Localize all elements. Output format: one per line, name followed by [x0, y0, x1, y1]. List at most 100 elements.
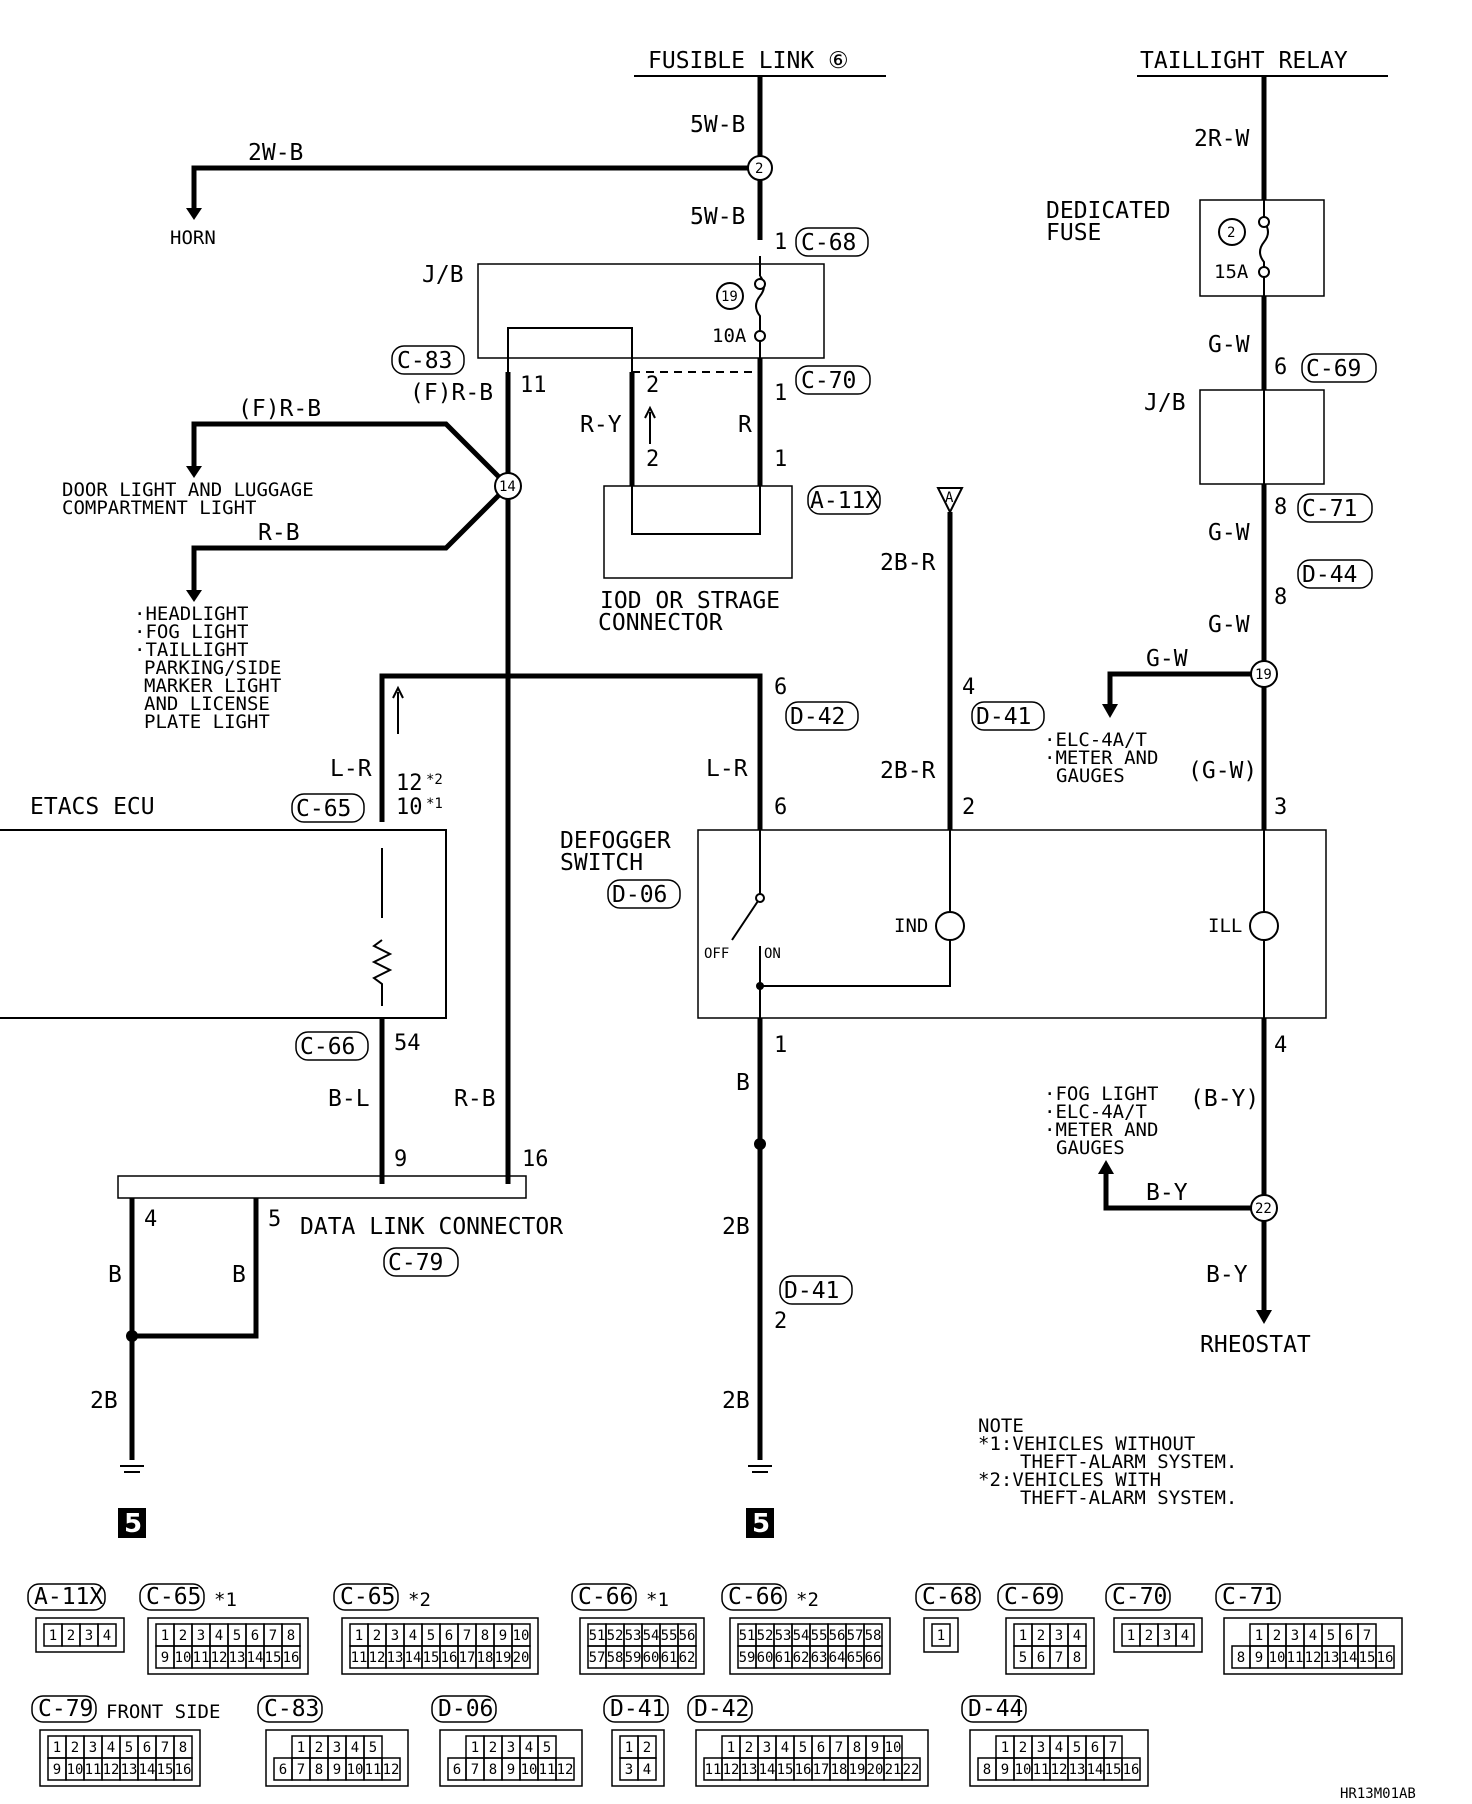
jb-left-box: [477, 263, 825, 359]
iod-label-1: IOD OR STRAGE: [600, 588, 780, 614]
dest-door-light-2: COMPARTMENT LIGHT: [62, 497, 256, 519]
conn-d41-a: D-41: [976, 704, 1031, 730]
ground-right-num: 5: [752, 1509, 770, 1539]
defogger-box: [697, 829, 1327, 1019]
connector-pin: 12: [369, 1650, 386, 1666]
connector-pin: 3: [391, 1628, 399, 1644]
connector-pin: 2: [71, 1740, 79, 1756]
wire-gw3-label: G-W: [1208, 612, 1250, 638]
connector-pin: 7: [835, 1740, 843, 1756]
connector-pin: 18: [831, 1762, 848, 1778]
connector-pin: 8: [489, 1762, 497, 1778]
connector-view-label: C-66: [728, 1584, 783, 1610]
connector-pin: 7: [161, 1740, 169, 1756]
conn-a11x-tag: [807, 485, 881, 515]
connector-pin: 1: [297, 1740, 305, 1756]
connector-view-label: C-70: [1112, 1584, 1167, 1610]
wire-ry-label: R-Y: [580, 412, 622, 438]
connector-pin: 13: [741, 1762, 758, 1778]
connector-pin: 65: [847, 1650, 864, 1666]
connector-pin: 13: [387, 1650, 404, 1666]
connector-pin: 8: [983, 1762, 991, 1778]
conn-c65-tag: [291, 793, 365, 823]
conn-c68: C-68: [801, 230, 856, 256]
connector-pin: 4: [1309, 1628, 1317, 1644]
wire-2b1-label: 2B: [90, 1388, 118, 1414]
wire-r-label: R: [738, 412, 752, 438]
fuse-15a: 15A: [1214, 261, 1249, 283]
connector-pin: 6: [251, 1628, 259, 1644]
connector-pin: 12: [557, 1762, 574, 1778]
connector-pin: 1: [355, 1628, 363, 1644]
pin-c69-6: 6: [1274, 355, 1287, 380]
connector-pin: 58: [607, 1650, 624, 1666]
pin-a11x-1: 1: [774, 447, 787, 472]
connector-pin: 2: [489, 1740, 497, 1756]
wire-2br-label-2: 2B-R: [880, 758, 936, 784]
elc-arrow: [1102, 704, 1118, 718]
connector-pin: 63: [811, 1650, 828, 1666]
connector-pin: 11: [85, 1762, 102, 1778]
note-1b: THEFT-ALARM SYSTEM.: [1020, 1451, 1237, 1473]
connector-pin: 8: [315, 1762, 323, 1778]
connector-pin: 4: [1055, 1740, 1063, 1756]
dest-fog-3: ·METER AND: [1044, 1119, 1158, 1141]
dest-elc-3: GAUGES: [1056, 765, 1125, 787]
connector-pin: 14: [1087, 1762, 1104, 1778]
connector-pin: 51: [589, 1628, 606, 1644]
dest-elc-1: ·ELC-4A/T: [1044, 729, 1147, 751]
wire-dlc-5: [132, 1198, 259, 1339]
connector-view-label: D-42: [694, 1696, 749, 1722]
connector-pin: 15: [265, 1650, 282, 1666]
door-light-arrow: [186, 466, 202, 478]
connector-pin: 7: [1363, 1628, 1371, 1644]
conn-d41-b: D-41: [784, 1278, 839, 1304]
iod-connector-box: [603, 485, 793, 579]
connector-view-suffix: *1: [214, 1589, 237, 1611]
connector-pin: 7: [1109, 1740, 1117, 1756]
connector-pin: 55: [811, 1628, 828, 1644]
connector-pin: 54: [643, 1628, 660, 1644]
fuse-terminal-bottom: [754, 330, 766, 342]
connector-pin: 16: [795, 1762, 812, 1778]
connector-pin: 9: [871, 1740, 879, 1756]
pin-c66-54: 54: [394, 1031, 421, 1056]
svg-text:14: 14: [499, 479, 516, 495]
connector-pin: 6: [1091, 1740, 1099, 1756]
rheostat-label: RHEOSTAT: [1200, 1332, 1311, 1358]
dest-head-6: AND LICENSE: [144, 693, 270, 715]
connector-pin: 13: [229, 1650, 246, 1666]
dest-head-5: MARKER LIGHT: [144, 675, 281, 697]
connector-pin: 8: [1073, 1650, 1081, 1666]
conn-d42-tag: [785, 701, 859, 731]
wire-b2-label: B: [232, 1262, 246, 1288]
connector-pin: 12: [1051, 1762, 1068, 1778]
connector-pin: 1: [53, 1740, 61, 1756]
connector-pin: 6: [279, 1762, 287, 1778]
note-star1: *1: [426, 796, 443, 812]
ind-label: IND: [894, 915, 928, 937]
connector-pin: 6: [1345, 1628, 1353, 1644]
wire-2wb-horn: [191, 165, 760, 212]
conn-c83-tag: [391, 345, 465, 375]
connector-pin: 53: [775, 1628, 792, 1644]
pin-dlc-9: 9: [394, 1147, 407, 1172]
wire-by1-label: (B-Y): [1190, 1086, 1259, 1112]
connector-pin: 5: [233, 1628, 241, 1644]
note-star2: *2: [426, 772, 443, 788]
dest-head-4: PARKING/SIDE: [144, 657, 281, 679]
connector-pin: 62: [679, 1650, 696, 1666]
wire-lr-label-2: L-R: [706, 756, 748, 782]
connector-pin: 6: [445, 1628, 453, 1644]
connector-pin: 14: [139, 1762, 156, 1778]
connector-pin: 3: [1163, 1628, 1171, 1644]
connector-pin: 1: [471, 1740, 479, 1756]
ind-lamp-icon: [935, 911, 965, 941]
connector-pin: 4: [781, 1740, 789, 1756]
conn-d06-tag: [607, 879, 681, 909]
splice-19: 19: [1250, 660, 1278, 688]
pin-d41-4: 4: [962, 675, 975, 700]
connector-pin: 4: [525, 1740, 533, 1756]
wire-rb-headlight: [191, 484, 510, 594]
